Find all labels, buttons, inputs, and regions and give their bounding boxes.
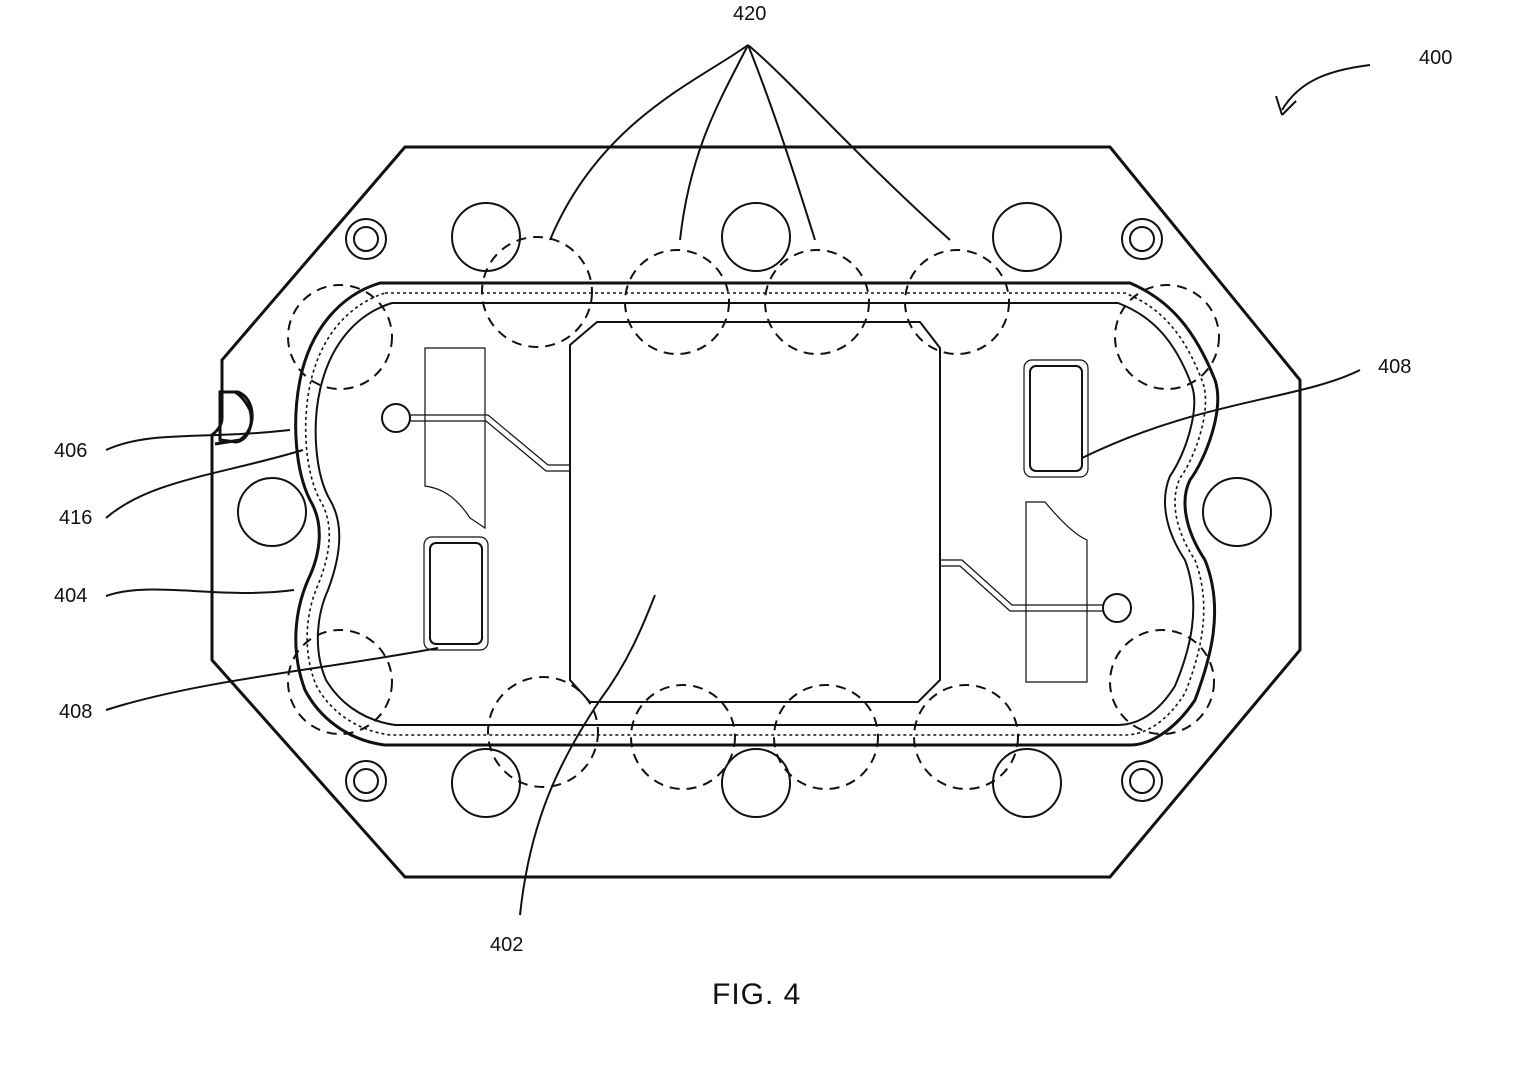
corner-fasteners	[346, 219, 1162, 801]
right-pad-outer	[1024, 360, 1088, 477]
label-420: 420	[733, 3, 766, 25]
hole-top-1	[452, 203, 520, 271]
right-pad-inner	[1030, 366, 1082, 471]
label-406: 406	[54, 440, 87, 462]
label-408-right: 408	[1378, 356, 1411, 378]
hole-top-2	[722, 203, 790, 271]
hole-right	[1203, 478, 1271, 546]
hole-top-3	[993, 203, 1061, 271]
label-404: 404	[54, 585, 87, 607]
right-wire	[940, 560, 1103, 611]
right-trace-lower	[1026, 502, 1087, 682]
hole-bottom-3	[993, 749, 1061, 817]
left-trace-upper	[425, 348, 485, 528]
seal-path-dotted	[306, 293, 1206, 735]
left-contact-circle	[382, 404, 410, 432]
leader-lines	[106, 45, 1370, 915]
chip-area	[570, 322, 940, 702]
hole-bottom-1	[452, 749, 520, 817]
right-contact-circle	[1103, 594, 1131, 622]
label-416: 416	[59, 507, 92, 529]
figure-caption: FIG. 4	[712, 978, 801, 1011]
dashed-zones	[288, 237, 1219, 789]
left-pad-inner	[430, 543, 482, 644]
outer-seal	[296, 283, 1218, 745]
left-pad-outer	[424, 537, 488, 650]
label-400: 400	[1419, 47, 1452, 69]
label-402: 402	[490, 934, 523, 956]
left-wire	[410, 415, 570, 471]
hole-left	[238, 478, 306, 546]
label-408-left: 408	[59, 701, 92, 723]
